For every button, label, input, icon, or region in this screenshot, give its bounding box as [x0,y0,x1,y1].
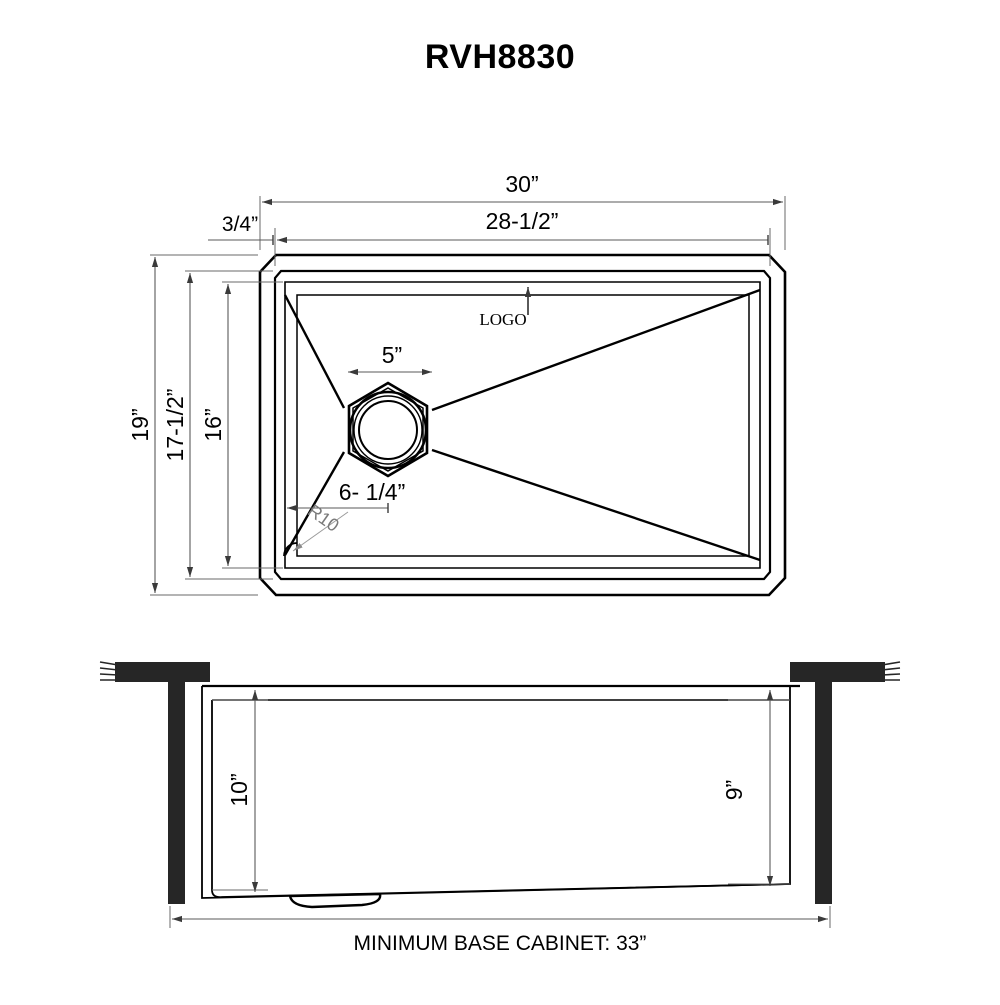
countertop-right [790,662,885,682]
drain-circle-inner [358,400,418,460]
dim-label-rim-width: 3/4” [222,213,258,236]
cabinet-wall-right [815,682,832,904]
sink-basin-floor [296,294,750,557]
dim-label-depth-right: 9” [721,780,747,800]
dim-label-overall-depth: 19” [127,408,153,441]
corner-radius-arc [283,542,298,557]
drain-hex-outer [347,381,429,478]
section-drain-bump [288,892,382,909]
sink-basin-edge [284,281,761,569]
cabinet-wall-left [168,682,185,904]
sink-outer-outline [258,253,787,597]
dim-label-drain-offset: 6- 1/4” [339,479,405,505]
section-basin-outline [201,686,791,899]
logo-callout: LOGO [479,287,532,329]
sink-rim-outline [273,269,772,581]
countertop-right-hatch [881,661,901,681]
basin-slope-lines [283,288,761,562]
drain-circle-mid [353,395,423,465]
dim-label-overall-width: 30” [505,171,538,197]
logo-callout-label: LOGO [479,310,526,329]
section-basin-inner-outline [211,700,791,899]
dim-label-drain-width: 5” [382,342,402,368]
drain-circle-outer [348,390,428,470]
dim-label-basin-depth: 16” [200,408,226,441]
top-view: 30” 28-1/2” 3/4” 19” 17-1/2” [127,171,787,597]
drain-hex-inner [352,387,424,472]
section-caption: MINIMUM BASE CABINET: 33” [354,932,647,955]
drain-assembly [347,381,429,478]
countertop-left-hatch [99,661,119,681]
dim-label-inner-depth: 17-1/2” [162,389,188,462]
page-title: RVH8830 [425,38,575,76]
dim-label-depth-left: 10” [226,773,252,806]
dim-label-inner-width: 28-1/2” [486,208,559,234]
section-view: 10” 9” MINIMUM BASE CABINET: 33” [99,661,901,955]
radius-callout-label: R10 [304,500,343,535]
countertop-left [115,662,210,682]
